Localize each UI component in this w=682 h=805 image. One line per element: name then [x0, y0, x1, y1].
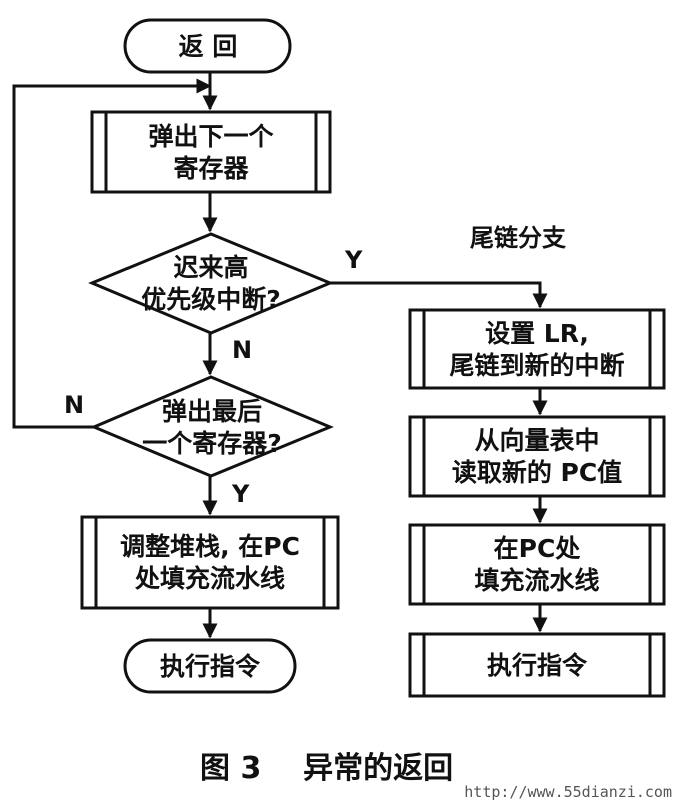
node-line: 一个寄存器?: [142, 429, 282, 458]
node-text-pop-next: 弹出下一个寄存器: [148, 122, 274, 183]
process-pop-next-register: 弹出下一个寄存器: [90, 110, 332, 194]
tail-chain-branch-line: [330, 281, 548, 309]
process-read-vector: 从向量表中读取新的 PC值: [408, 415, 666, 498]
node-line: 调整堆栈, 在PC: [120, 532, 300, 561]
decision-pop-last-register: 弹出最后一个寄存器?: [90, 375, 334, 478]
node-line: 迟来高: [173, 253, 248, 282]
node-text-start: 返 回: [179, 32, 238, 61]
process-adjust-stack: 调整堆栈, 在PC 处填充流水线: [80, 515, 340, 610]
node-line: 弹出下一个: [148, 122, 274, 151]
node-text-pop-last: 弹出最后一个寄存器?: [142, 397, 282, 458]
process-fill-pipeline: 在PC处填充流水线: [408, 523, 666, 606]
node-line: 寄存器: [173, 154, 249, 183]
node-text-fill-pipeline: 在PC处填充流水线: [474, 534, 599, 595]
figure-caption: 图 3 异常的返回: [200, 751, 453, 786]
node-line: 从向量表中: [474, 426, 599, 455]
node-line: 执行指令: [487, 651, 588, 680]
node-text-set-lr: 设置 LR, 尾链到新的中断: [449, 319, 624, 380]
terminal-start: 返 回: [123, 18, 292, 74]
node-line: 优先级中断?: [141, 285, 281, 314]
node-line: 设置 LR,: [485, 319, 589, 348]
node-line: 执行指令: [160, 652, 261, 681]
yes-label-late-arrival: Y: [344, 246, 363, 274]
node-text-adjust-stack: 调整堆栈, 在PC 处填充流水线: [120, 532, 300, 593]
process-execute-right: 执行指令: [408, 632, 666, 698]
node-line: 读取新的 PC值: [452, 458, 622, 487]
terminal-execute-left: 执行指令: [123, 638, 297, 694]
node-line: 尾链到新的中断: [449, 351, 624, 380]
node-line: 填充流水线: [474, 566, 599, 595]
tail-chain-label: 尾链分支: [470, 224, 567, 252]
node-line: 返 回: [179, 32, 238, 61]
node-line: 处填充流水线: [134, 564, 285, 593]
no-label-pop-last: N: [64, 391, 84, 419]
yes-label-pop-last: Y: [231, 480, 250, 508]
watermark: http://www.55dianzi.com: [464, 783, 672, 801]
node-line: 在PC处: [494, 534, 581, 563]
node-text-read-vector: 从向量表中读取新的 PC值: [452, 426, 622, 487]
process-set-lr: 设置 LR, 尾链到新的中断: [408, 308, 666, 390]
decision-late-arrival: 迟来高优先级中断?: [88, 232, 334, 335]
connectors: [12, 72, 548, 639]
no-label-late-arrival: N: [232, 336, 252, 364]
loop-back-line: [12, 78, 212, 429]
node-line: 弹出最后: [162, 397, 262, 426]
node-text-exec-right: 执行指令: [487, 651, 588, 680]
node-text-exec-left: 执行指令: [160, 652, 261, 681]
node-text-late-arrival: 迟来高优先级中断?: [141, 253, 281, 314]
